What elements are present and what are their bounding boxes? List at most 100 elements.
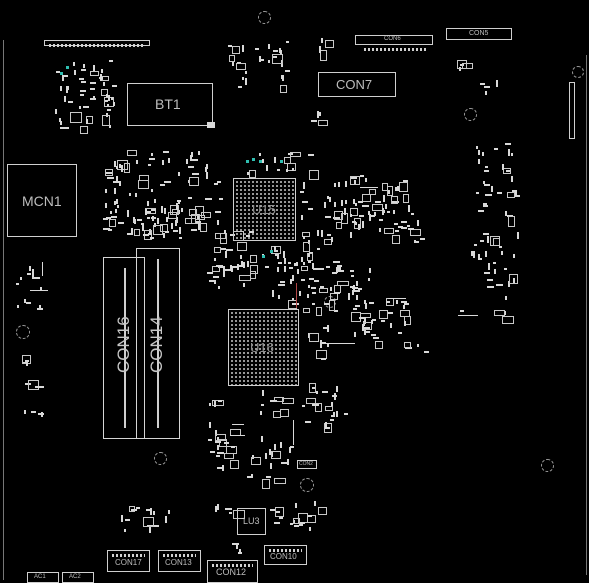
con14-slot (136, 248, 180, 439)
smd-part (209, 403, 211, 406)
test-point (66, 66, 69, 69)
smd-part (488, 263, 490, 270)
smd-part (338, 182, 340, 187)
smd-part (272, 54, 283, 64)
bt1-label: BT1 (155, 96, 181, 112)
smd-part (301, 257, 303, 262)
smd-part (214, 183, 218, 185)
smd-part (414, 241, 419, 243)
smd-part (325, 40, 334, 48)
smd-part (274, 250, 278, 252)
smd-part (154, 199, 156, 203)
smd-part (314, 280, 319, 282)
smd-part (277, 169, 280, 171)
con5-outline (446, 28, 512, 40)
smd-part (217, 467, 223, 469)
smd-part (249, 231, 254, 233)
smd-part (278, 262, 282, 264)
smd-part (272, 290, 274, 297)
smd-part (307, 515, 312, 517)
trace (42, 262, 43, 276)
smd-part (480, 240, 484, 242)
smd-part (497, 192, 502, 194)
smd-part (68, 101, 73, 103)
smd-part (330, 287, 332, 291)
smd-part (401, 221, 407, 223)
smd-part (333, 217, 340, 219)
trace (232, 424, 244, 425)
smd-part (141, 223, 144, 225)
smd-part (114, 188, 116, 194)
smd-part (381, 320, 385, 322)
smd-part (364, 300, 366, 304)
smd-part (478, 159, 480, 164)
smd-part (289, 447, 291, 453)
smd-part (107, 104, 109, 107)
mount-hole (541, 459, 554, 472)
smd-part (294, 263, 296, 266)
smd-part (60, 86, 62, 91)
smd-part (229, 512, 232, 514)
smd-part (487, 279, 493, 281)
smd-part (62, 75, 68, 77)
smd-part (302, 201, 308, 203)
smd-part (265, 266, 269, 268)
con14-label: CON14 (147, 316, 166, 373)
smd-part (111, 216, 117, 218)
con12-label: CON12 (216, 567, 247, 577)
smd-part (261, 404, 264, 406)
smd-part (511, 176, 513, 182)
smd-part (38, 413, 44, 415)
smd-part (178, 201, 180, 204)
smd-part (166, 217, 168, 222)
smd-part (420, 238, 425, 240)
smd-part (247, 261, 249, 267)
smd-part (400, 310, 410, 317)
smd-part (214, 280, 216, 284)
smd-part (344, 413, 348, 415)
smd-part (220, 248, 226, 250)
smd-part (365, 178, 367, 182)
mount-hole (16, 325, 30, 339)
smd-part (404, 342, 411, 348)
smd-part (478, 258, 482, 260)
smd-part (215, 506, 217, 512)
smd-part (403, 180, 408, 182)
u16-bga (228, 309, 299, 386)
smd-part (292, 168, 294, 171)
smd-part (387, 211, 390, 213)
smd-part (251, 457, 261, 465)
smd-part (102, 76, 109, 81)
smd-part (324, 239, 332, 245)
smd-part (286, 169, 288, 172)
smd-part (338, 270, 344, 272)
smd-part (352, 287, 358, 289)
smd-part (303, 262, 305, 265)
smd-part (191, 229, 197, 231)
smd-part (175, 220, 177, 226)
smd-part (224, 230, 226, 234)
smd-part (215, 434, 226, 441)
smd-part (459, 67, 461, 71)
smd-part (515, 192, 517, 197)
smd-part (229, 55, 235, 62)
smd-part (220, 233, 227, 244)
con7-outline (318, 72, 396, 97)
smd-part (417, 344, 419, 347)
smd-part (386, 301, 390, 303)
smd-part (403, 194, 409, 203)
smd-part (476, 146, 478, 149)
smd-part (368, 278, 370, 281)
smd-part (478, 210, 484, 212)
smd-part (163, 233, 165, 238)
smd-part (493, 238, 500, 246)
smd-part (225, 251, 227, 258)
smd-part (309, 333, 319, 342)
smd-part (112, 85, 117, 87)
smd-part (313, 268, 319, 270)
smd-part (60, 121, 62, 125)
smd-part (307, 253, 313, 261)
smd-part (474, 244, 477, 246)
smd-part (215, 211, 221, 213)
